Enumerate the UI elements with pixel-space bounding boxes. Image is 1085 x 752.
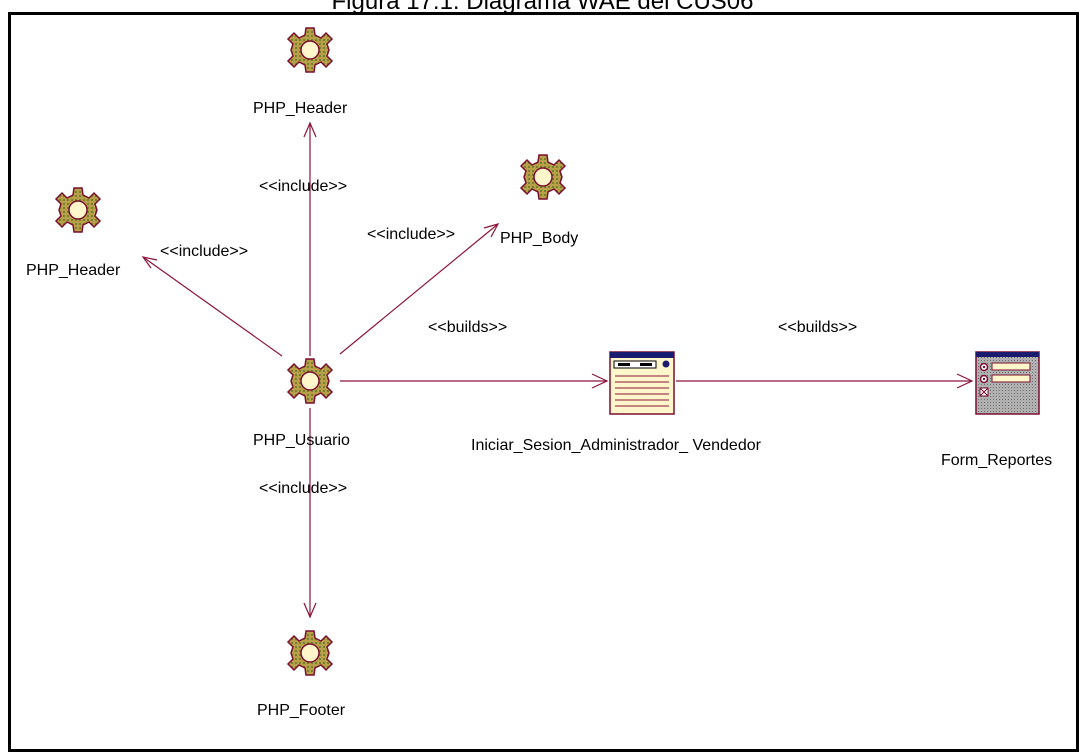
server-page-gear-icon bbox=[287, 358, 333, 404]
arrowhead bbox=[956, 373, 974, 389]
html-form-icon bbox=[975, 351, 1040, 415]
node-label-php-header-top: PHP_Header bbox=[253, 100, 348, 117]
diagram-title: Figura 17.1. Diagrama WAE del CUS06 bbox=[331, 0, 754, 15]
arrowhead bbox=[591, 373, 609, 389]
node-label-php-header-left: PHP_Header bbox=[26, 262, 121, 279]
stereotype-include-top: <<include>> bbox=[259, 178, 348, 195]
node-label-php-usuario: PHP_Usuario bbox=[253, 432, 350, 449]
edge-include-left bbox=[142, 256, 283, 357]
stereotype-builds-form: <<builds>> bbox=[778, 319, 858, 336]
node-label-form: Form_Reportes bbox=[941, 452, 1053, 469]
stereotype-include-footer: <<include>> bbox=[259, 480, 348, 497]
server-page-gear-icon bbox=[520, 154, 566, 200]
node-label-php-footer: PHP_Footer bbox=[257, 702, 346, 719]
arrowhead bbox=[303, 602, 317, 619]
stereotype-builds-client: <<builds>> bbox=[428, 319, 508, 336]
arrowhead bbox=[141, 256, 158, 269]
arrowhead bbox=[483, 223, 500, 238]
stereotype-include-body: <<include>> bbox=[367, 226, 456, 243]
server-page-gear-icon bbox=[287, 630, 333, 676]
node-label-php-body: PHP_Body bbox=[500, 230, 579, 247]
stereotype-include-left: <<include>> bbox=[160, 243, 249, 260]
server-page-gear-icon bbox=[55, 187, 101, 233]
client-page-icon bbox=[609, 351, 675, 415]
node-label-client-page: Iniciar_Sesion_Administrador_ Vendedor bbox=[471, 437, 761, 454]
arrowhead bbox=[303, 121, 317, 138]
edge-include-body bbox=[339, 223, 499, 355]
server-page-gear-icon bbox=[287, 27, 333, 73]
